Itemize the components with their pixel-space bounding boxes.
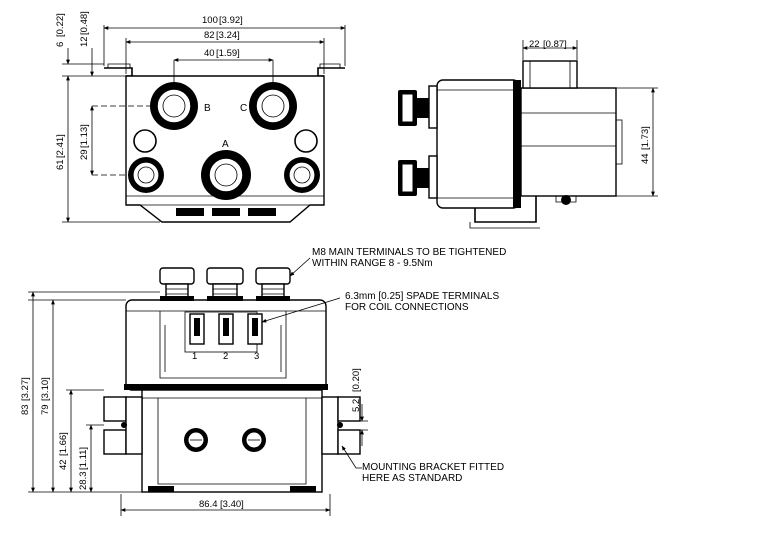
dim-bracket-offset: 12: [79, 36, 90, 47]
note-spade-line2: FOR COIL CONNECTIONS: [345, 302, 469, 313]
spade-label-2: 2: [223, 351, 228, 362]
side-terminal-lower: [398, 155, 438, 199]
m8-terminal-center: [206, 267, 244, 301]
top-bracket: [104, 67, 345, 77]
dim-bracket-hole-height-in: [1.11]: [78, 447, 89, 470]
top-view: B C A: [92, 60, 345, 223]
dim-terminal-offset-in: [1.13]: [79, 124, 90, 148]
front-lower-body: [141, 389, 323, 493]
dim-side-height: 44: [640, 153, 651, 164]
terminal-c: [249, 82, 297, 130]
dim-overall-width: 100: [202, 15, 218, 26]
notes: M8 MAIN TERMINALS TO BE TIGHTENED WITHIN…: [261, 247, 506, 484]
coil-bolt-left: [184, 428, 208, 452]
dim-bracket-offset-in: [0.48]: [79, 11, 90, 35]
mounting-bracket-left: [103, 396, 127, 422]
label-terminal-a: A: [222, 139, 229, 150]
dim-terminal-pitch-in: [1.59]: [216, 48, 240, 59]
dim-slot-width-in: [0.20]: [351, 368, 362, 392]
label-terminal-b: B: [204, 103, 211, 114]
dim-bracket-height-in: [1.66]: [58, 432, 69, 456]
side-view: 22 [0.87] 44 [1.73]: [398, 39, 658, 229]
m8-terminal-right: [255, 267, 291, 301]
spade-label-3: 3: [254, 351, 259, 362]
dim-side-height-in: [1.73]: [640, 126, 651, 150]
spade-label-1: 1: [192, 351, 197, 362]
small-terminal-left: [128, 157, 164, 193]
note-spade-line1: 6.3mm [0.25] SPADE TERMINALS: [345, 291, 499, 302]
front-dimensions: 83 [3.27] 79 [3.10] 42 [1.66] 28.3 [1.11…: [20, 291, 368, 516]
dim-front-height-body-in: [3.10]: [40, 377, 51, 401]
front-view: 1 2 3: [103, 267, 361, 493]
dim-side-depth-in: [0.87]: [543, 39, 567, 50]
coil-bolt-right: [242, 428, 266, 452]
dim-slot-width: 5.2: [351, 399, 362, 412]
dim-front-width: 86.4: [199, 499, 218, 510]
dim-terminal-pitch: 40: [204, 48, 215, 59]
dim-front-height-total: 83: [20, 404, 31, 415]
terminal-b: [150, 82, 198, 130]
spade-terminal-3: [247, 313, 263, 345]
dim-front-height-body: 79: [40, 404, 51, 415]
note-bracket-line1: MOUNTING BRACKET FITTED: [362, 462, 504, 473]
dim-bracket-height: 42: [58, 459, 69, 470]
dim-inner-width: 82: [204, 30, 215, 41]
note-bracket-line2: HERE AS STANDARD: [362, 473, 462, 484]
dim-terminal-offset: 29: [79, 149, 90, 160]
dim-bracket-thickness: 6: [55, 42, 66, 47]
dim-body-height-top-in: [2.41]: [55, 134, 66, 158]
note-m8-line1: M8 MAIN TERMINALS TO BE TIGHTENED: [312, 247, 506, 258]
spade-terminal-2: [218, 313, 234, 345]
top-dimensions: 100 [3.92] 82 [3.24] 40 [1.59] 6 [0.22] …: [55, 11, 346, 223]
dim-front-height-total-in: [3.27]: [20, 377, 31, 401]
dim-body-height-top: 61: [55, 159, 66, 170]
dim-front-width-in: [3.40]: [220, 499, 244, 510]
side-coil-housing: [520, 87, 617, 197]
side-terminal-upper: [398, 85, 438, 129]
m8-terminal-left: [159, 267, 195, 301]
spade-terminal-1: [189, 313, 205, 345]
dim-inner-width-in: [3.24]: [216, 30, 240, 41]
dim-overall-width-in: [3.92]: [219, 15, 243, 26]
dim-bracket-hole-height: 28.3: [78, 472, 89, 491]
dim-side-depth: 22: [529, 39, 540, 50]
dim-bracket-thickness-in: [0.22]: [55, 13, 66, 37]
side-body: [436, 79, 520, 209]
note-m8-line2: WITHIN RANGE 8 - 9.5Nm: [312, 258, 433, 269]
small-terminal-right: [284, 157, 320, 193]
label-terminal-c: C: [240, 103, 247, 114]
terminal-a: [201, 150, 251, 200]
